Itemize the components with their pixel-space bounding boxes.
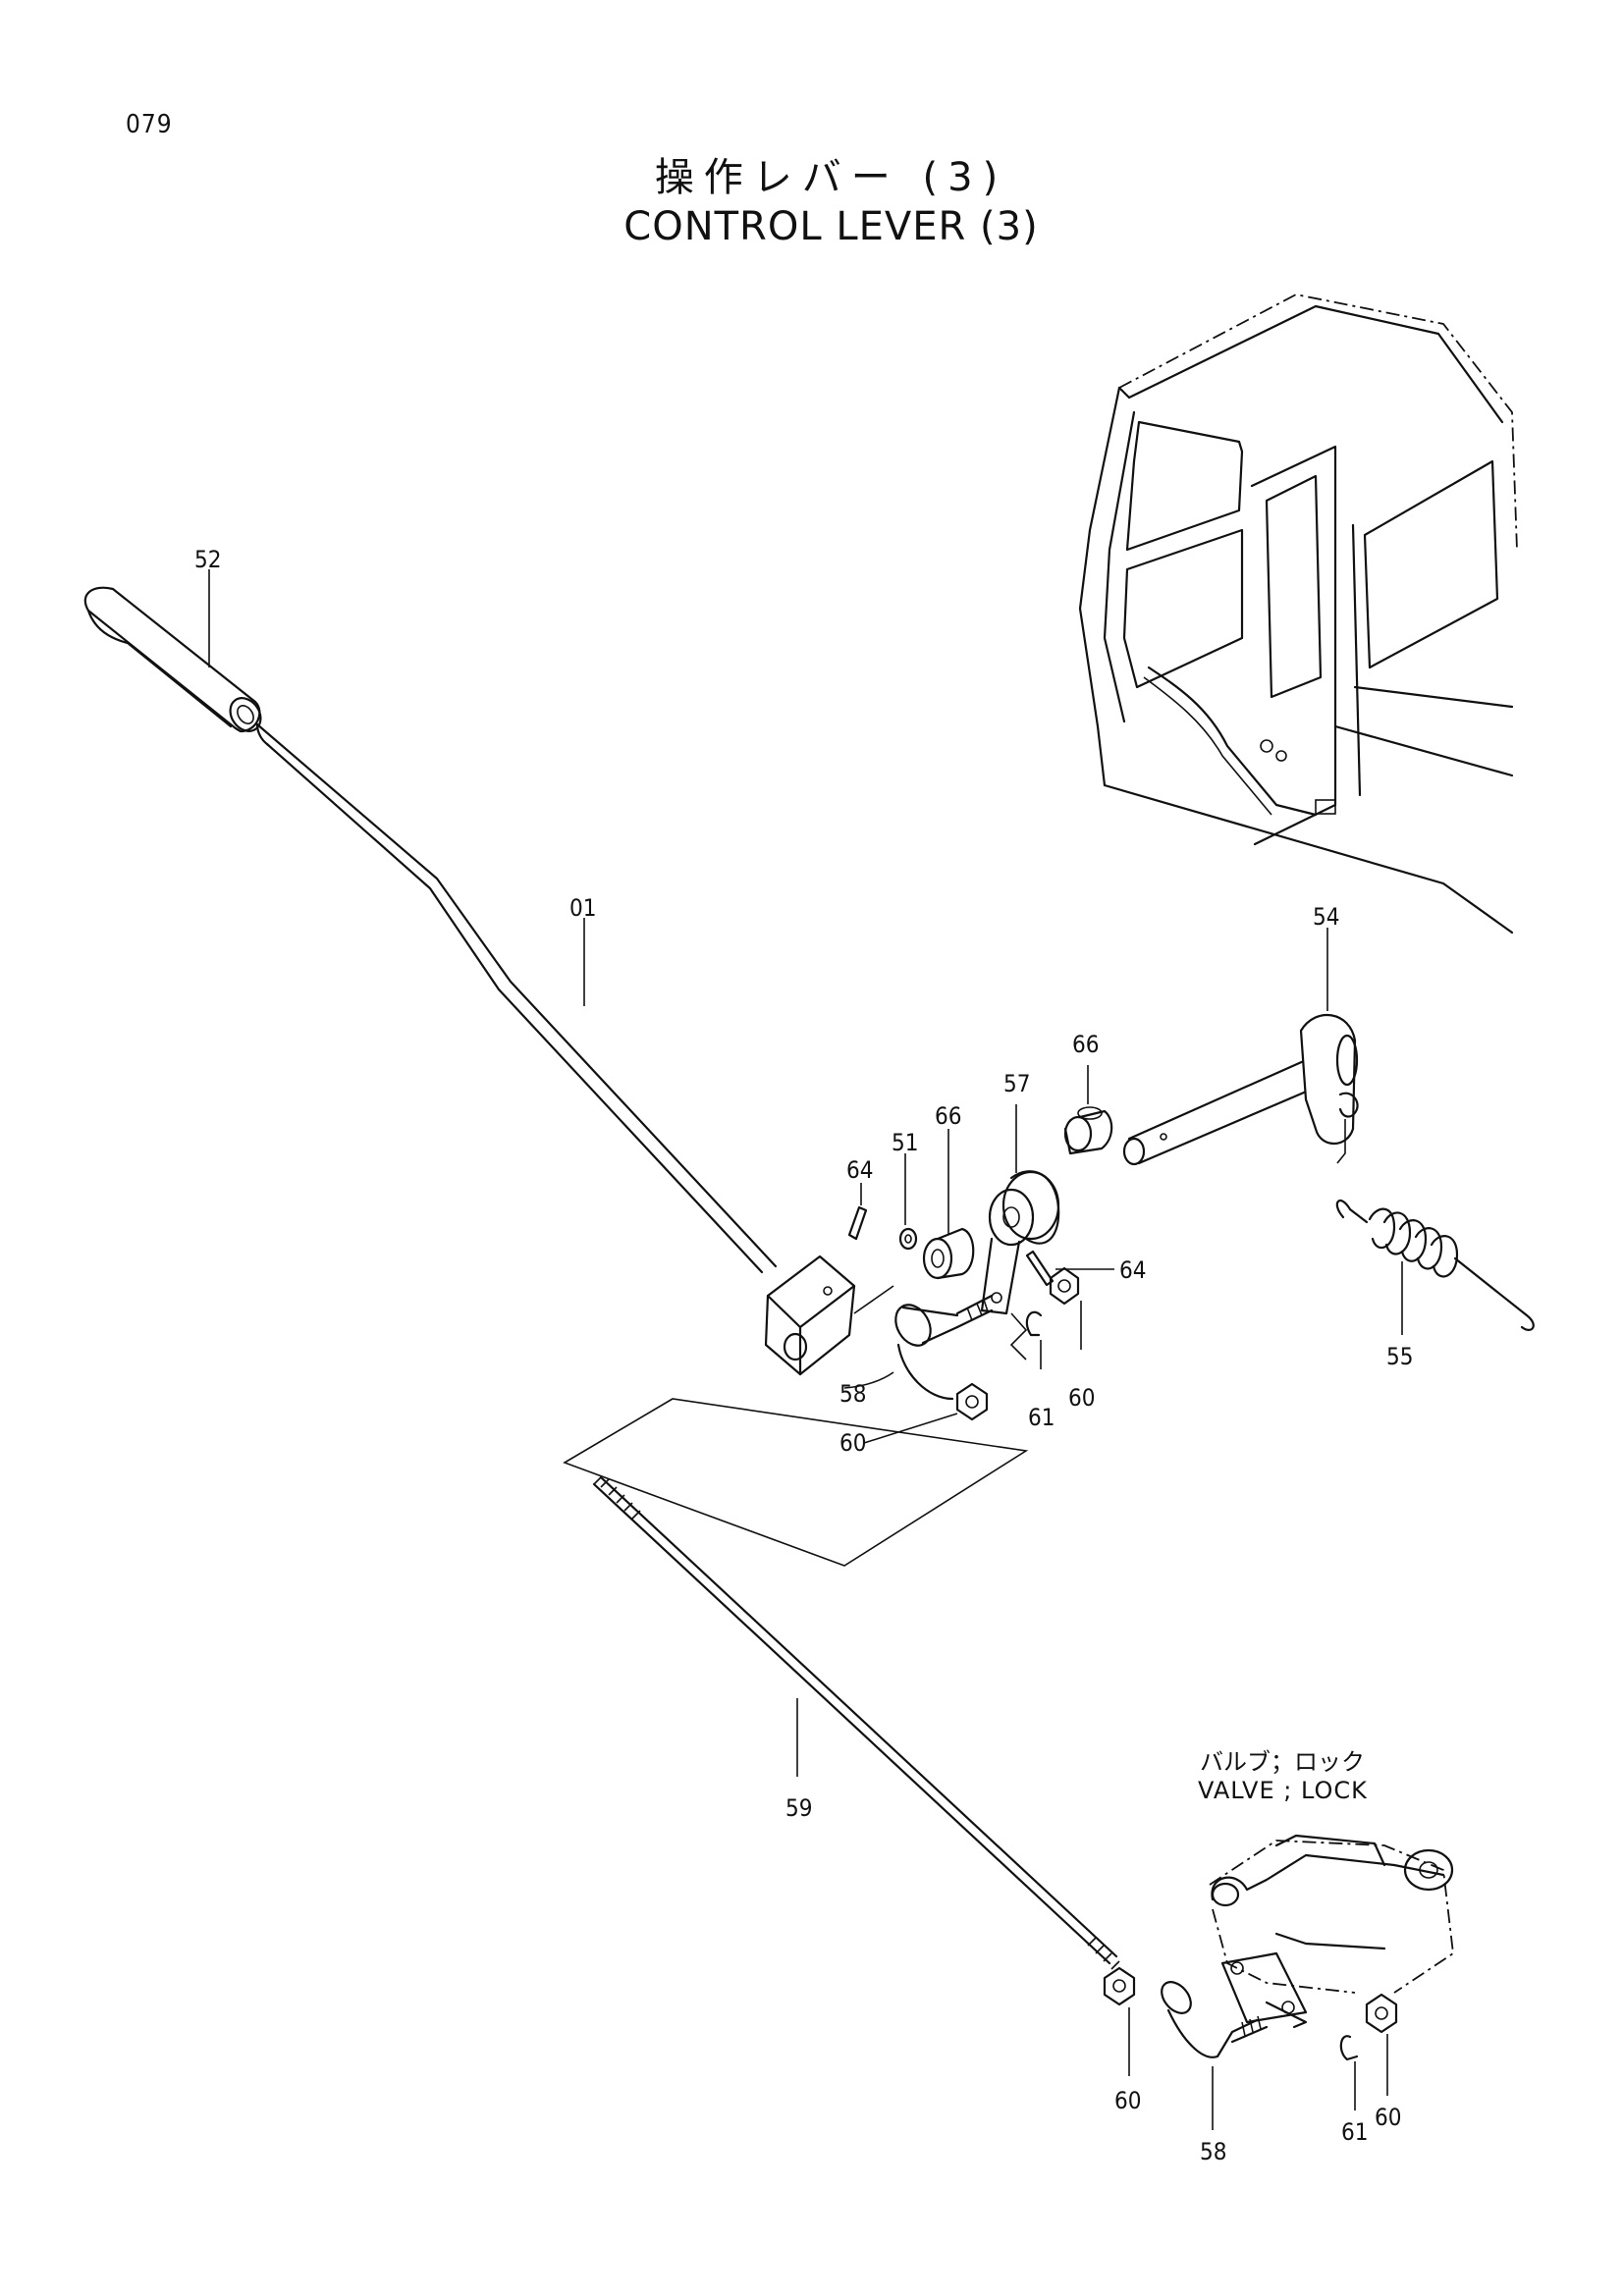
callout-01: 01 (569, 894, 596, 922)
bushing-66-left (922, 1129, 975, 1280)
page-number: 079 (126, 110, 173, 139)
valve-label-english: VALVE ; LOCK (1198, 1777, 1368, 1804)
callout-64-left: 64 (846, 1156, 873, 1184)
callout-57: 57 (1003, 1070, 1030, 1097)
washer-51 (853, 1153, 918, 1314)
callout-60-lower-right: 60 (1375, 2104, 1401, 2131)
callout-60-upper-left: 60 (839, 1429, 866, 1457)
nut-60-lower-left (1103, 1966, 1136, 2076)
callout-59: 59 (785, 1794, 812, 1822)
nut-60-upper-left (863, 1382, 989, 1444)
cab-illustration (1078, 294, 1518, 934)
callout-60-lower-left: 60 (1114, 2087, 1141, 2114)
grip-52 (83, 569, 262, 733)
pin-64-right (1025, 1250, 1114, 1287)
shaft-54 (1122, 928, 1359, 1166)
title-english: CONTROL LEVER (3) (623, 204, 1039, 249)
callout-51: 51 (892, 1129, 918, 1156)
callout-64-right: 64 (1119, 1256, 1146, 1284)
valve-lock (1209, 1834, 1454, 2029)
callout-66-right: 66 (1072, 1031, 1099, 1058)
rod-59 (592, 1475, 1120, 1970)
callout-58-lower: 58 (1200, 2138, 1226, 2165)
callout-61-upper: 61 (1028, 1404, 1055, 1431)
callout-58-upper: 58 (839, 1380, 866, 1408)
detail-leader-frame (563, 1398, 1029, 1567)
clip-61-upper (1025, 1310, 1043, 1369)
valve-label-japanese: バルブ；ロック (1200, 1748, 1365, 1776)
callout-60-upper-right: 60 (1068, 1384, 1095, 1412)
nut-60-lower-right (1365, 1993, 1398, 2096)
pin-64-left (847, 1183, 868, 1241)
callout-52: 52 (194, 546, 221, 573)
ball-joint-58-lower (1161, 1981, 1269, 2130)
clip-61-lower (1339, 2035, 1359, 2110)
callout-54: 54 (1313, 903, 1339, 931)
spring-55 (1335, 1119, 1535, 1335)
callout-61-lower: 61 (1341, 2118, 1368, 2146)
title-japanese: 操作レバー (3) (654, 155, 1008, 200)
callout-labels: 52 01 54 55 57 66 66 64 64 51 58 60 60 6… (194, 546, 1413, 2165)
callout-55: 55 (1386, 1343, 1413, 1370)
nut-60-upper-right (1049, 1266, 1082, 1350)
callout-66-left: 66 (935, 1102, 961, 1130)
ball-joint-58-upper (843, 1294, 994, 1401)
lever-arm-57 (980, 1104, 1060, 1361)
bushing-66-right (1063, 1065, 1113, 1155)
lever-rod-01 (255, 722, 856, 1376)
